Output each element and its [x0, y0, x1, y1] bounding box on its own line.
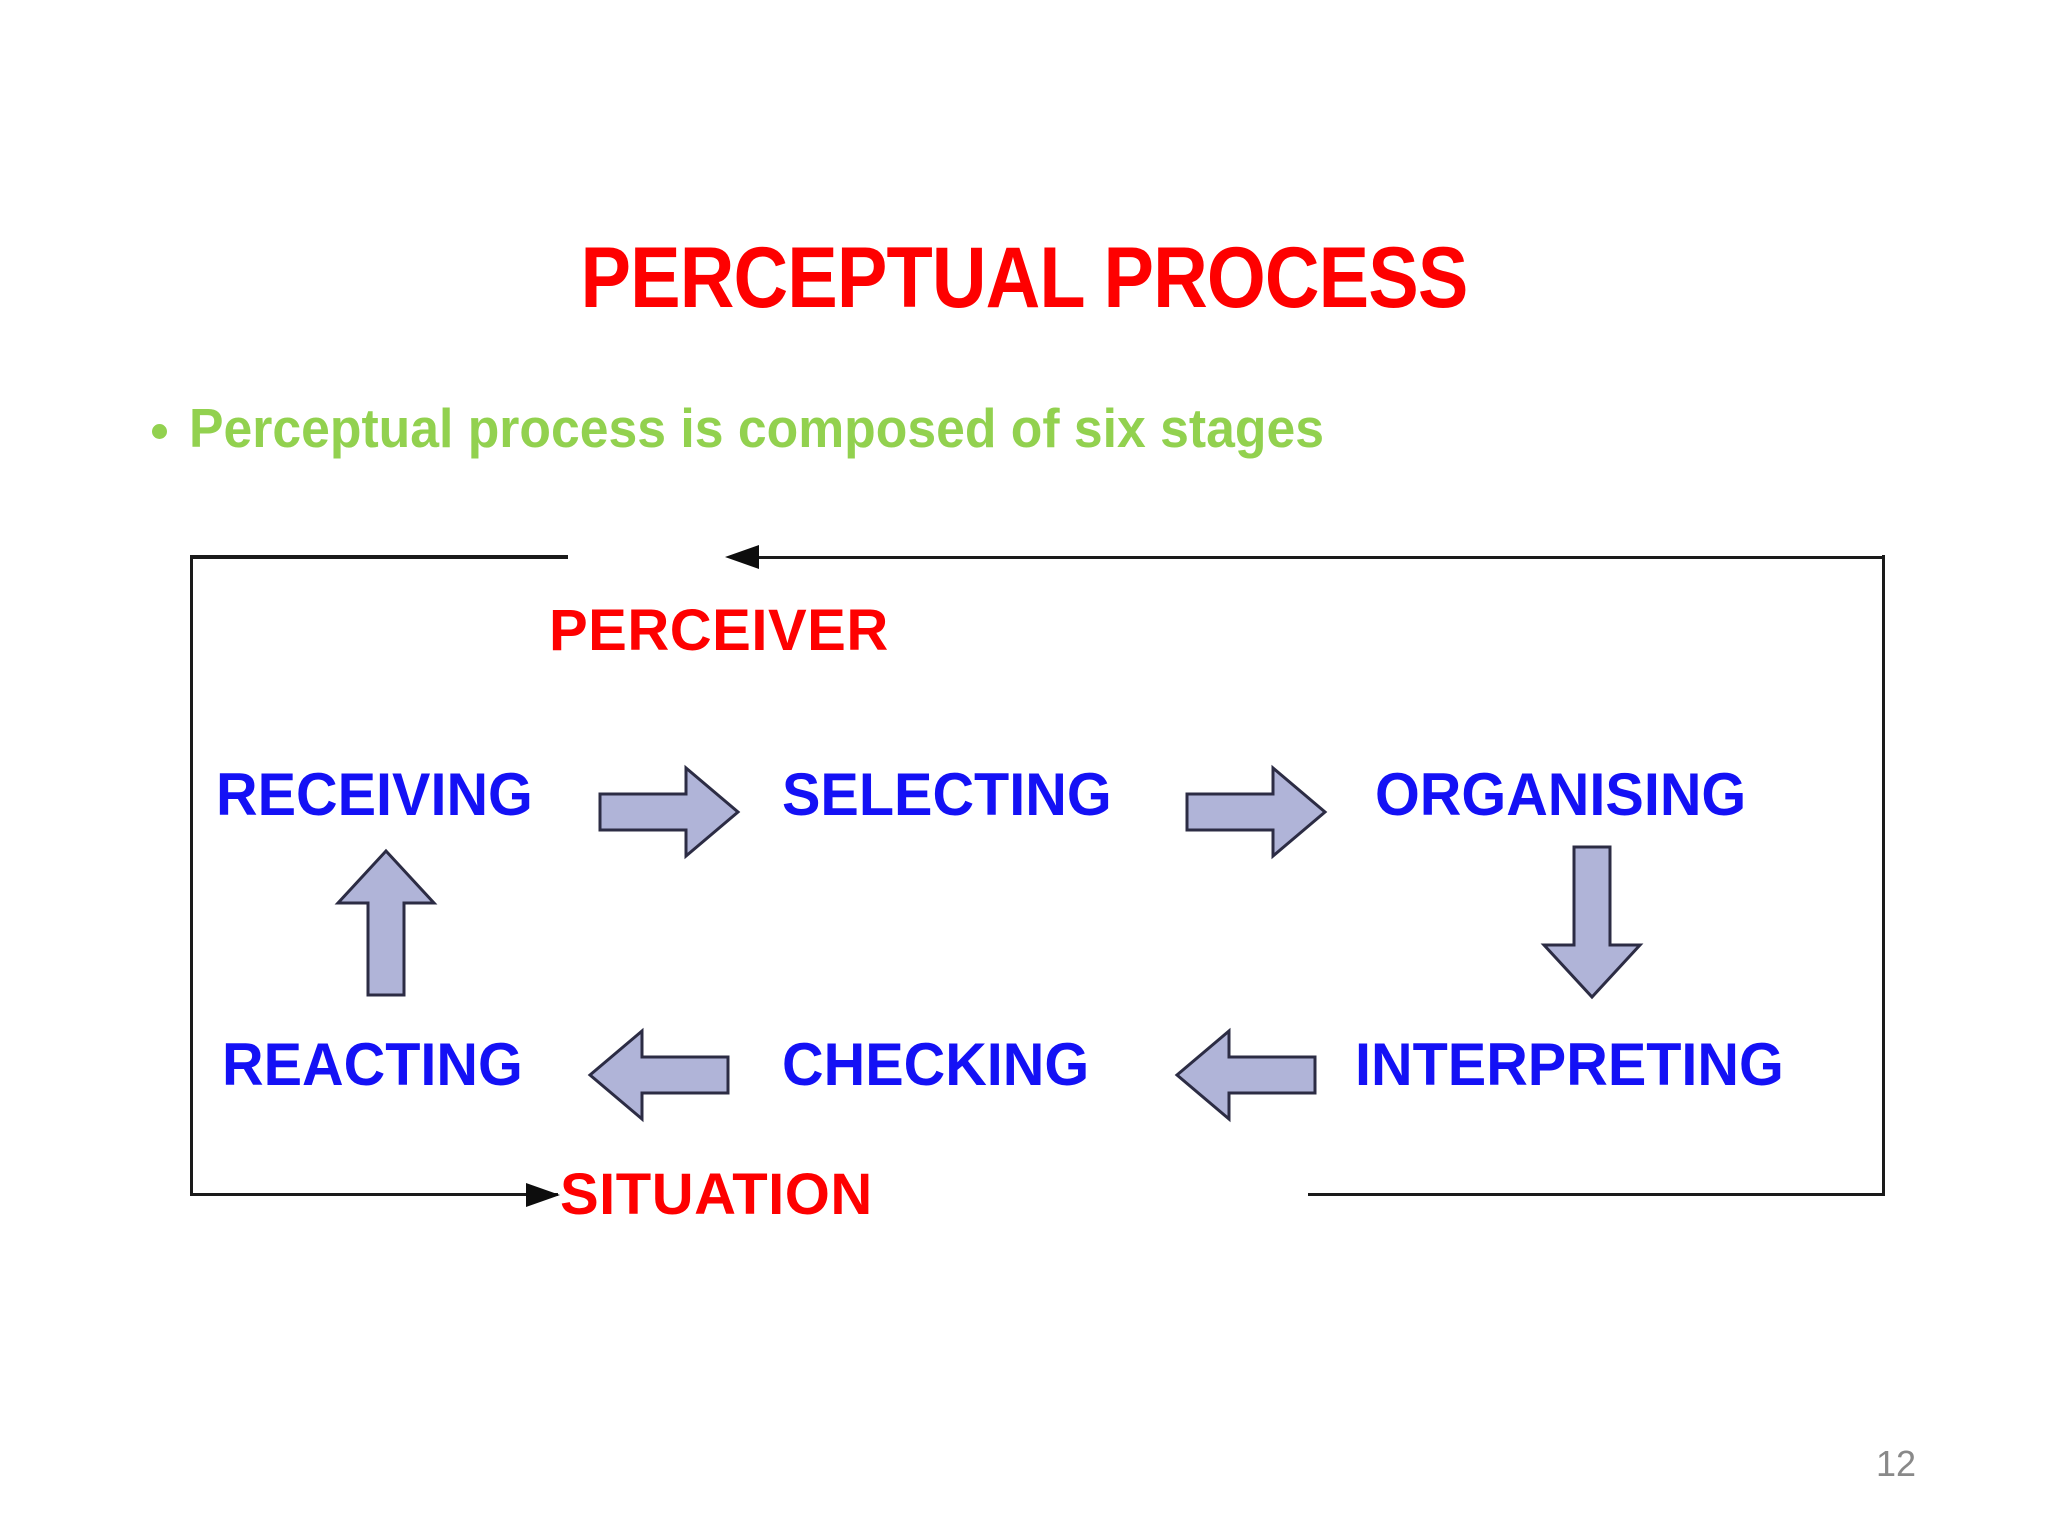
bullet-list-item: Perceptual process is composed of six st…: [152, 398, 1396, 458]
stage-label-organising: ORGANISING: [1375, 761, 1747, 828]
diagram-bottom-label-situation: SITUATION: [560, 1162, 873, 1227]
stage-label-interpreting: INTERPRETING: [1355, 1031, 1784, 1098]
diagram-frame-top-edge-left: [190, 555, 568, 559]
bullet-item-label: Perceptual process is composed of six st…: [189, 397, 1324, 459]
stage-label-checking: CHECKING: [782, 1031, 1090, 1098]
diagram-frame-bottom-edge-right: [1308, 1193, 1885, 1196]
bullet-dot-icon: [152, 423, 167, 439]
arrow-left-interpreting-to-checking-icon: [1174, 1025, 1317, 1125]
diagram-frame-bottom-edge-left: [190, 1193, 558, 1196]
diagram-frame-left-edge: [190, 555, 193, 1196]
diagram-frame-right-edge: [1882, 555, 1885, 1196]
perceptual-process-diagram: [190, 545, 1885, 1207]
situation-loop-arrowhead-right-icon: [526, 1183, 560, 1207]
stage-label-reacting: REACTING: [222, 1031, 523, 1098]
arrow-left-checking-to-reacting-icon: [587, 1025, 730, 1125]
feedback-loop-arrowhead-left-icon: [725, 545, 759, 569]
stage-label-receiving: RECEIVING: [216, 761, 533, 828]
arrow-right-receiving-to-selecting-icon: [598, 762, 741, 862]
arrow-down-organising-to-interpreting-icon: [1540, 845, 1644, 1000]
arrow-right-selecting-to-organising-icon: [1185, 762, 1328, 862]
diagram-top-label-perceiver: PERCEIVER: [549, 598, 889, 663]
page-title: PERCEPTUAL PROCESS: [580, 230, 1469, 326]
stage-label-selecting: SELECTING: [782, 761, 1112, 828]
diagram-frame-top-edge-right: [758, 556, 1885, 559]
page-number: 12: [1875, 1443, 1916, 1484]
arrow-up-reacting-to-receiving-icon: [334, 848, 438, 998]
